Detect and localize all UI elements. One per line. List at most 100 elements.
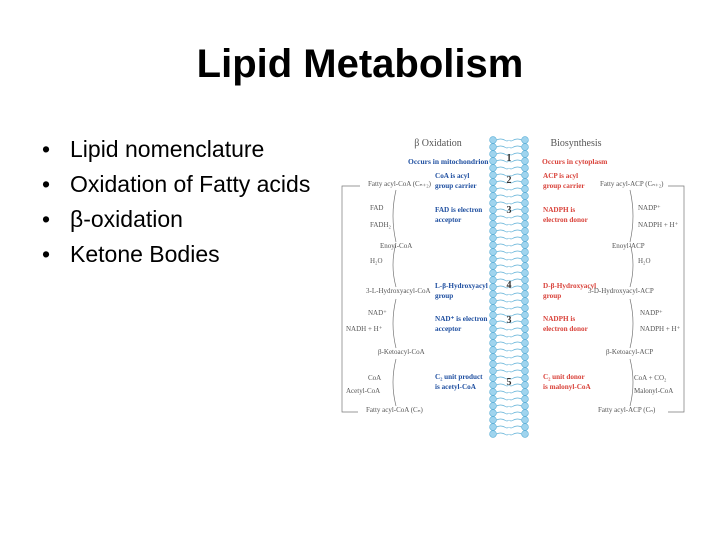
right-chain-label: NADPH + H⁺ [638, 221, 679, 229]
lipid-head-icon [521, 206, 529, 214]
lipid-head-icon [521, 332, 529, 340]
lipid-tail-icon [509, 159, 522, 163]
lipid-tail-icon [509, 299, 522, 303]
lipid-tail-icon [509, 257, 522, 261]
lipid-tail-icon [509, 264, 522, 268]
lipid-tail-icon [509, 327, 522, 331]
lipid-tail-icon [496, 306, 509, 310]
lipid-tail-icon [509, 313, 522, 317]
lipid-head-icon [521, 395, 529, 403]
lipid-tail-icon [509, 306, 522, 310]
lipid-tail-icon [496, 425, 509, 429]
lipid-tail-icon [509, 369, 522, 373]
lipid-head-icon [521, 157, 529, 165]
lipid-tail-icon [496, 285, 509, 289]
lipid-head-icon [489, 318, 497, 326]
step-number: 3 [507, 315, 512, 326]
left-step-arrow [392, 189, 397, 243]
right-note: is malonyl-CoA [543, 383, 592, 391]
right-note: group carrier [543, 182, 585, 190]
lipid-head-icon [489, 213, 497, 221]
lipid-tail-icon [509, 194, 522, 198]
lipid-head-icon [489, 388, 497, 396]
right-location: Occurs in cytoplasm [542, 157, 608, 166]
lipid-tail-icon [509, 341, 522, 345]
lipid-tail-icon [509, 229, 522, 233]
right-chain-label: Malonyl-CoA [634, 387, 673, 395]
left-chain-label: H₂O [370, 257, 383, 265]
bullet-text: Ketone Bodies [70, 241, 220, 267]
lipid-head-icon [489, 311, 497, 319]
lipid-tail-icon [509, 180, 522, 184]
lipid-tail-icon [496, 348, 509, 352]
lipid-head-icon [521, 178, 529, 186]
lipid-head-icon [489, 276, 497, 284]
lipid-tail-icon [496, 257, 509, 261]
lipid-tail-icon [496, 327, 509, 331]
lipid-tail-icon [509, 292, 522, 296]
step-number: 5 [507, 377, 512, 388]
left-note: group carrier [435, 182, 477, 190]
bullet-text: β-oxidation [70, 206, 183, 232]
left-step-arrow [392, 242, 397, 288]
bullet-icon: • [42, 241, 51, 267]
cycle-arrows [341, 185, 685, 413]
lipid-tail-icon [509, 243, 522, 247]
lipid-head-icon [521, 227, 529, 235]
lipid-head-icon [489, 367, 497, 375]
right-note: C₂ unit donor [543, 373, 586, 381]
lipid-head-icon [489, 178, 497, 186]
lipid-tail-icon [509, 201, 522, 205]
lipid-tail-icon [509, 425, 522, 429]
lipid-tail-icon [509, 383, 522, 387]
left-note: C₂ unit product [435, 373, 483, 381]
lipid-head-icon [489, 353, 497, 361]
left-step-arrow [392, 298, 397, 349]
right-step-arrow [629, 242, 634, 288]
lipid-tail-icon [496, 166, 509, 170]
membrane-bilayer [489, 136, 529, 438]
lipid-tail-icon [509, 236, 522, 240]
lipid-head-icon [521, 367, 529, 375]
lipid-tail-icon [496, 194, 509, 198]
lipid-head-icon [521, 339, 529, 347]
lipid-tail-icon [496, 362, 509, 366]
right-chain-label: Fatty acyl-ACP (Cₙ) [598, 406, 656, 414]
lipid-tail-icon [496, 334, 509, 338]
left-note: acceptor [435, 325, 462, 333]
left-step-arrow [392, 358, 397, 407]
right-chain-label: H₂O [638, 257, 651, 265]
left-column-title: β Oxidation [414, 138, 462, 149]
lipid-tail-icon [509, 404, 522, 408]
lipid-head-icon [521, 430, 529, 438]
lipid-head-icon [521, 360, 529, 368]
lipid-tail-icon [509, 432, 522, 436]
metabolism-diagram: β Oxidation Biosynthesis Occurs in mitoc… [341, 136, 685, 438]
lipid-head-icon [489, 241, 497, 249]
left-note: acceptor [435, 216, 462, 224]
right-column-title: Biosynthesis [550, 138, 601, 149]
lipid-head-icon [489, 423, 497, 431]
lipid-tail-icon [496, 411, 509, 415]
lipid-head-icon [521, 423, 529, 431]
lipid-tail-icon [509, 390, 522, 394]
lipid-tail-icon [496, 383, 509, 387]
right-chain-label: β-Ketoacyl-ACP [606, 348, 653, 356]
lipid-tail-icon [509, 138, 522, 142]
lipid-head-icon [489, 304, 497, 312]
lipid-head-icon [489, 290, 497, 298]
bullet-list: •Lipid nomenclature •Oxidation of Fatty … [42, 132, 332, 272]
lipid-tail-icon [509, 278, 522, 282]
lipid-head-icon [521, 269, 529, 277]
lipid-head-icon [521, 325, 529, 333]
bullet-icon: • [42, 171, 51, 197]
lipid-tail-icon [496, 152, 509, 156]
lipid-head-icon [489, 157, 497, 165]
lipid-head-icon [521, 255, 529, 263]
lipid-tail-icon [496, 145, 509, 149]
lipid-tail-icon [509, 320, 522, 324]
lipid-tail-icon [496, 313, 509, 317]
left-chain-label: CoA [368, 374, 381, 382]
left-chain-label: NAD⁺ [368, 309, 387, 317]
